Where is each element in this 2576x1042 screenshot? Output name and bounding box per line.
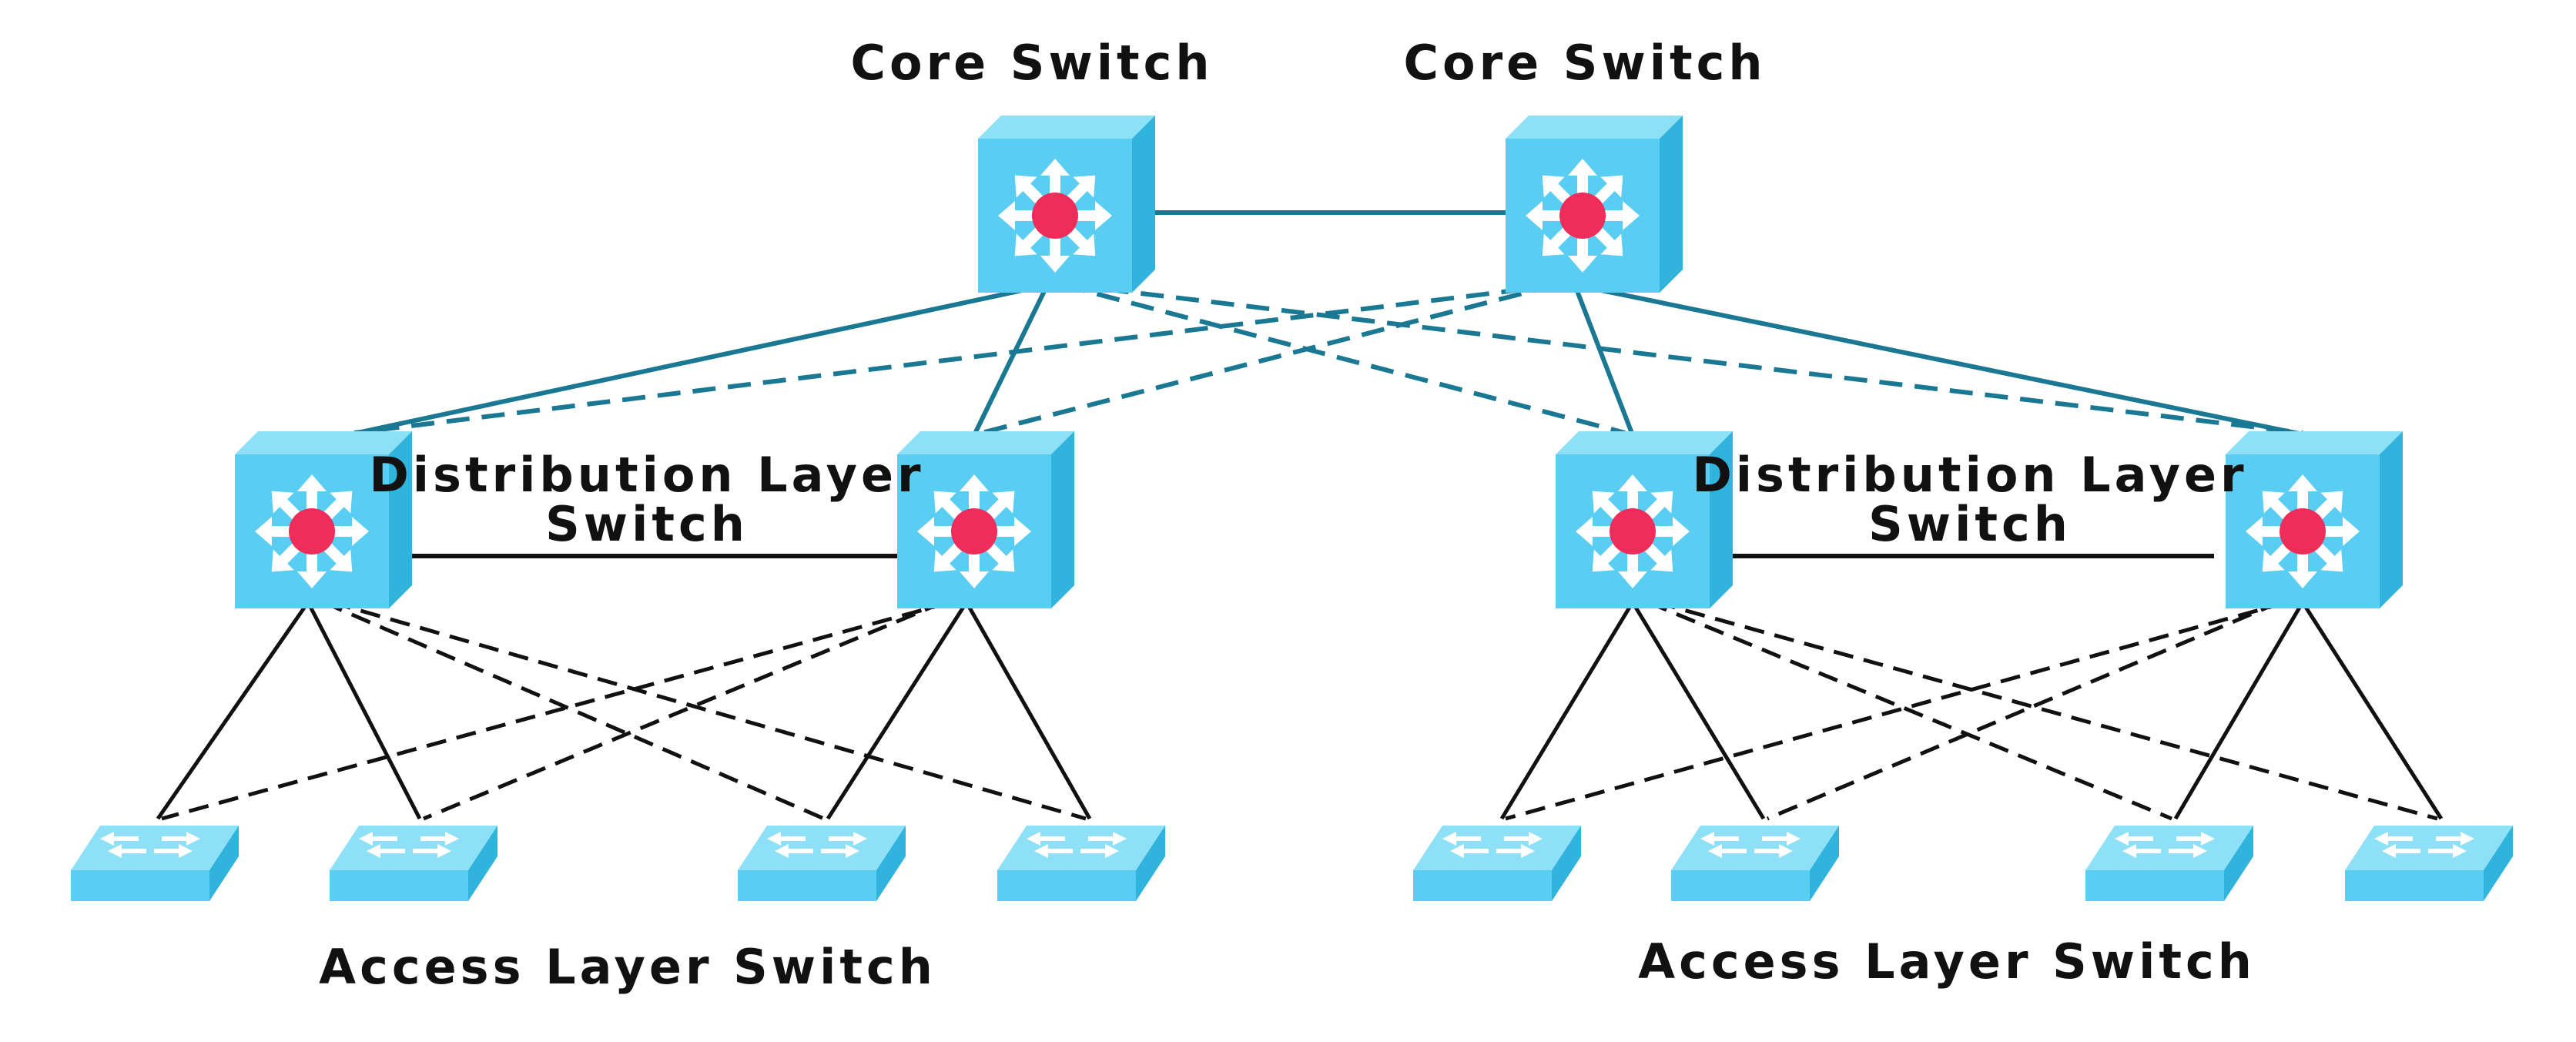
primary-link: [1574, 283, 2307, 437]
primary-link: [964, 601, 1092, 820]
redundant-link: [1647, 600, 2172, 821]
primary-link: [1499, 601, 1635, 820]
redundant-link: [323, 600, 825, 821]
distribution-right-label-line2: Switch: [1868, 496, 2072, 552]
primary-link: [826, 601, 969, 820]
redundant-link: [1070, 283, 2303, 435]
access-switch-1-icon: [71, 826, 239, 901]
core-switch-right-label: Core Switch: [1403, 35, 1766, 91]
access-switch-8-icon: [2345, 826, 2513, 901]
access-switch-7-icon: [2085, 826, 2253, 901]
redundant-link: [353, 283, 1560, 435]
access-switch-6-icon: [1671, 826, 1839, 901]
redundant-link: [1505, 600, 2288, 821]
redundant-link: [161, 600, 952, 821]
primary-link: [346, 283, 1048, 437]
redundant-link: [1767, 600, 2280, 821]
primary-link: [306, 601, 422, 820]
core-switch-left-icon: [978, 116, 1155, 293]
distribution-access-links-left: [156, 600, 1092, 821]
access-switch-4-icon: [997, 826, 1165, 901]
primary-link: [1630, 601, 1766, 820]
primary-link: [2300, 601, 2444, 820]
distribution-access-links-right: [1499, 600, 2444, 821]
distribution-left-label-line1: Distribution Layer: [369, 447, 924, 503]
primary-link: [156, 601, 310, 820]
access-left-label: Access Layer Switch: [319, 939, 936, 995]
access-right-label: Access Layer Switch: [1638, 933, 2256, 990]
core-switch-left-label: Core Switch: [850, 35, 1213, 91]
redundant-link: [1062, 283, 1626, 435]
primary-link: [972, 283, 1050, 437]
access-switch-3-icon: [738, 826, 906, 901]
redundant-link: [1655, 600, 2438, 821]
redundant-link: [423, 600, 944, 821]
core-switch-right-icon: [1506, 116, 1683, 293]
distribution-switch-4-icon: [2226, 431, 2403, 608]
redundant-link: [330, 600, 1087, 821]
redundant-link: [981, 283, 1556, 435]
primary-link: [2173, 601, 2305, 820]
core-distribution-links: [346, 210, 2307, 437]
distribution-right-label-line1: Distribution Layer: [1692, 447, 2247, 503]
primary-link: [1573, 283, 1635, 437]
access-switch-2-icon: [330, 826, 497, 901]
access-switch-5-icon: [1413, 826, 1581, 901]
distribution-left-label-line2: Switch: [545, 496, 749, 552]
